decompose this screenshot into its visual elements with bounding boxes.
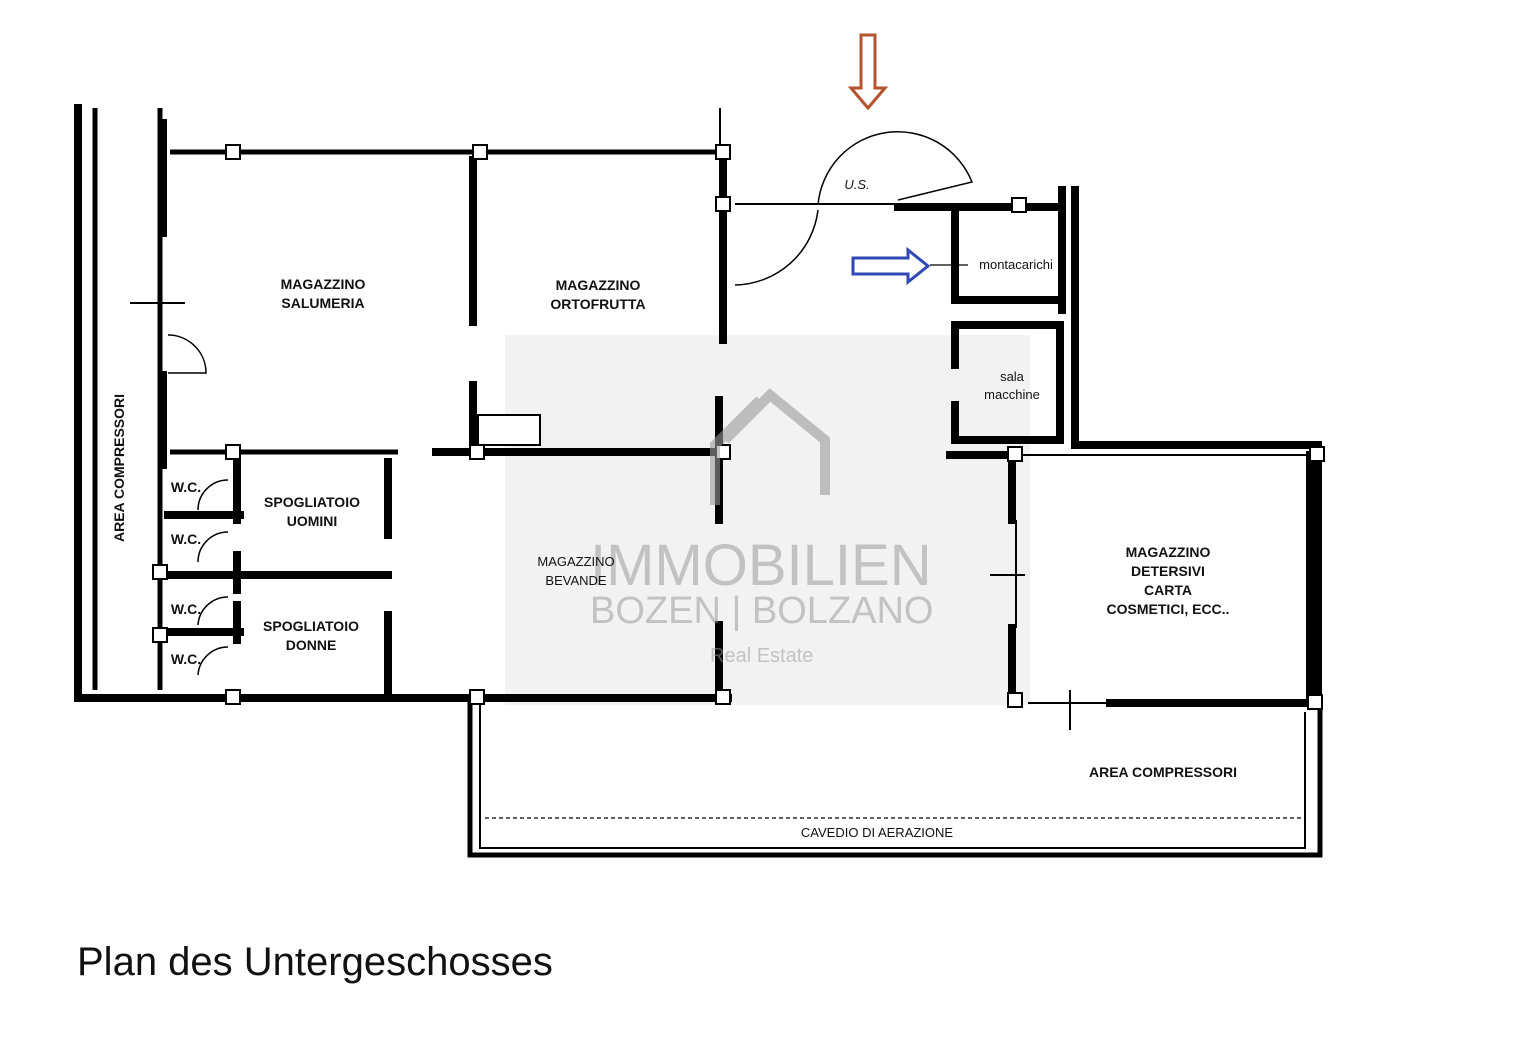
label-ortofrutta-1: MAGAZZINO <box>556 277 641 293</box>
house-logo-icon <box>710 388 830 505</box>
label-spogliatoio-uomini-1: SPOGLIATOIO <box>264 494 360 510</box>
label-bevande-2: BEVANDE <box>545 573 606 588</box>
label-wc-3: W.C. <box>171 601 201 617</box>
label-salumeria-2: SALUMERIA <box>281 295 364 311</box>
lift-arrow-icon <box>851 246 931 286</box>
label-wc-2: W.C. <box>171 531 201 547</box>
walls <box>74 104 1323 858</box>
stair-block <box>477 414 541 446</box>
label-salumeria-1: MAGAZZINO <box>281 276 366 292</box>
label-ortofrutta-2: ORTOFRUTTA <box>550 296 645 312</box>
watermark-line3: Real Estate <box>710 645 813 667</box>
watermark-line2: BOZEN | BOLZANO <box>590 590 933 632</box>
label-spogliatoio-donne-1: SPOGLIATOIO <box>263 618 359 634</box>
label-bevande-1: MAGAZZINO <box>537 554 614 569</box>
label-montacarichi: montacarichi <box>979 257 1053 272</box>
label-detersivi-3: CARTA <box>1144 582 1192 598</box>
label-detersivi-2: DETERSIVI <box>1131 563 1205 579</box>
label-wc-1: W.C. <box>171 479 201 495</box>
label-spogliatoio-donne-2: DONNE <box>286 637 337 653</box>
label-spogliatoio-uomini-2: UOMINI <box>287 513 338 529</box>
watermark: IMMOBILIEN BOZEN | BOLZANO Real Estate <box>590 388 933 667</box>
room-labels: MAGAZZINO SALUMERIA MAGAZZINO ORTOFRUTTA… <box>111 177 1237 840</box>
label-sala-macchine-1: sala <box>1000 369 1025 384</box>
doors <box>130 130 1071 730</box>
label-area-compressori-left: AREA COMPRESSORI <box>111 394 127 542</box>
label-detersivi-4: COSMETICI, ECC.. <box>1107 601 1230 617</box>
label-us: U.S. <box>844 177 869 192</box>
columns <box>152 144 1325 710</box>
label-sala-macchine-2: macchine <box>984 387 1040 402</box>
entrance-arrow-icon <box>847 33 889 111</box>
label-area-compressori-bottom: AREA COMPRESSORI <box>1089 764 1237 780</box>
plan-caption: Plan des Untergeschosses <box>77 940 553 984</box>
label-detersivi-1: MAGAZZINO <box>1126 544 1211 560</box>
label-cavedio: CAVEDIO DI AERAZIONE <box>801 825 954 840</box>
watermark-line1: IMMOBILIEN <box>590 533 932 598</box>
label-wc-4: W.C. <box>171 651 201 667</box>
